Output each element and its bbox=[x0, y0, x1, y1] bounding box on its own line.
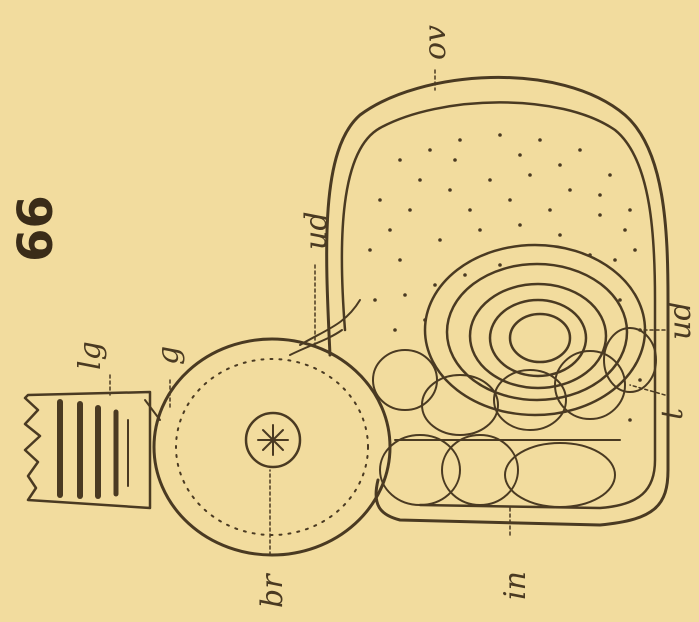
figure-number: 66 bbox=[8, 195, 64, 262]
testis-follicles bbox=[373, 328, 656, 435]
label-br: br bbox=[255, 573, 290, 608]
label-ud-right: ud bbox=[663, 301, 698, 340]
trunk-region bbox=[290, 77, 668, 525]
head-region bbox=[154, 339, 390, 555]
label-g: g bbox=[151, 346, 186, 365]
label-ud-upper: ud bbox=[299, 211, 334, 250]
label-t: t bbox=[655, 407, 690, 420]
intestine bbox=[380, 435, 620, 507]
stalk bbox=[25, 392, 160, 508]
uterus-coils bbox=[425, 245, 645, 415]
leader-lines bbox=[110, 70, 665, 555]
label-in: in bbox=[498, 571, 533, 600]
label-ov: ov bbox=[418, 25, 453, 60]
label-lg: lg bbox=[73, 341, 108, 370]
